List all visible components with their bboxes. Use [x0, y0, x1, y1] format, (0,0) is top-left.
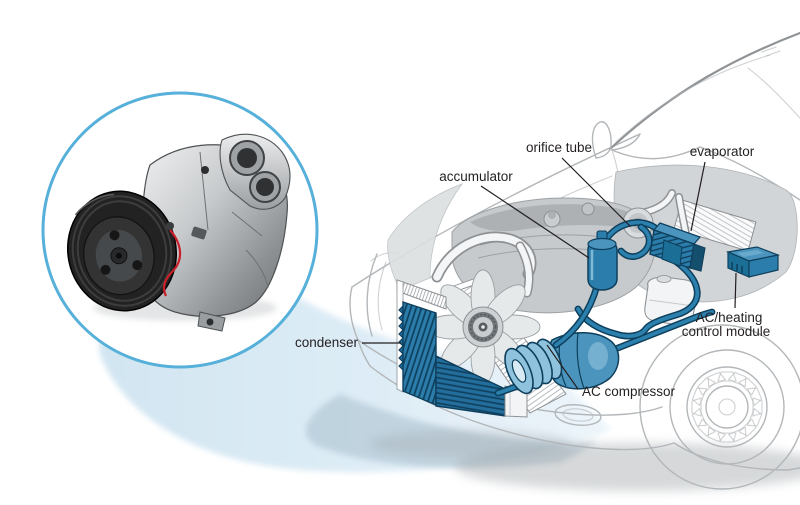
orifice-tube-label: orifice tube	[526, 140, 592, 155]
evaporator-part	[649, 222, 706, 272]
roof-detail-chevrons	[761, 46, 781, 57]
labels: accumulator orifice tube evaporator AC/h…	[295, 140, 770, 399]
label-control-module: AC/heating control module	[682, 272, 771, 339]
rim	[686, 366, 768, 448]
cooling-fan	[425, 269, 541, 385]
accumulator-label: accumulator	[439, 169, 513, 184]
car-shadow	[370, 430, 800, 491]
condenser-part	[396, 279, 528, 418]
module-label-line1: AC/heating	[696, 310, 763, 325]
label-accumulator: accumulator	[439, 169, 590, 259]
condenser-label: condenser	[295, 335, 359, 350]
side-mirror	[591, 121, 612, 159]
inset-magnifier	[41, 91, 319, 369]
fog-light	[554, 404, 602, 426]
ac-components	[396, 219, 781, 418]
label-condenser: condenser	[295, 335, 401, 350]
refrigerant-lines	[552, 219, 701, 349]
module-label-line2: control module	[682, 324, 771, 339]
radiator-hose	[431, 231, 537, 298]
label-ac-compressor: AC compressor	[546, 344, 676, 399]
front-wheel	[639, 324, 800, 490]
label-orifice-tube: orifice tube	[526, 140, 631, 227]
wheel-spoke-holes	[691, 371, 763, 443]
wheel-arch	[639, 324, 800, 490]
ac-compressor-label: AC compressor	[582, 384, 676, 399]
clutch-wire	[162, 229, 182, 297]
inner-fender	[387, 183, 463, 291]
control-module-part	[725, 246, 781, 278]
ac-compressor-part	[504, 331, 620, 395]
clutch-pulley	[66, 190, 178, 312]
compressor-photo	[66, 133, 291, 332]
evaporator-label: evaporator	[690, 144, 755, 159]
label-evaporator: evaporator	[690, 144, 755, 232]
accumulator-part	[587, 230, 618, 291]
hub	[705, 385, 749, 429]
